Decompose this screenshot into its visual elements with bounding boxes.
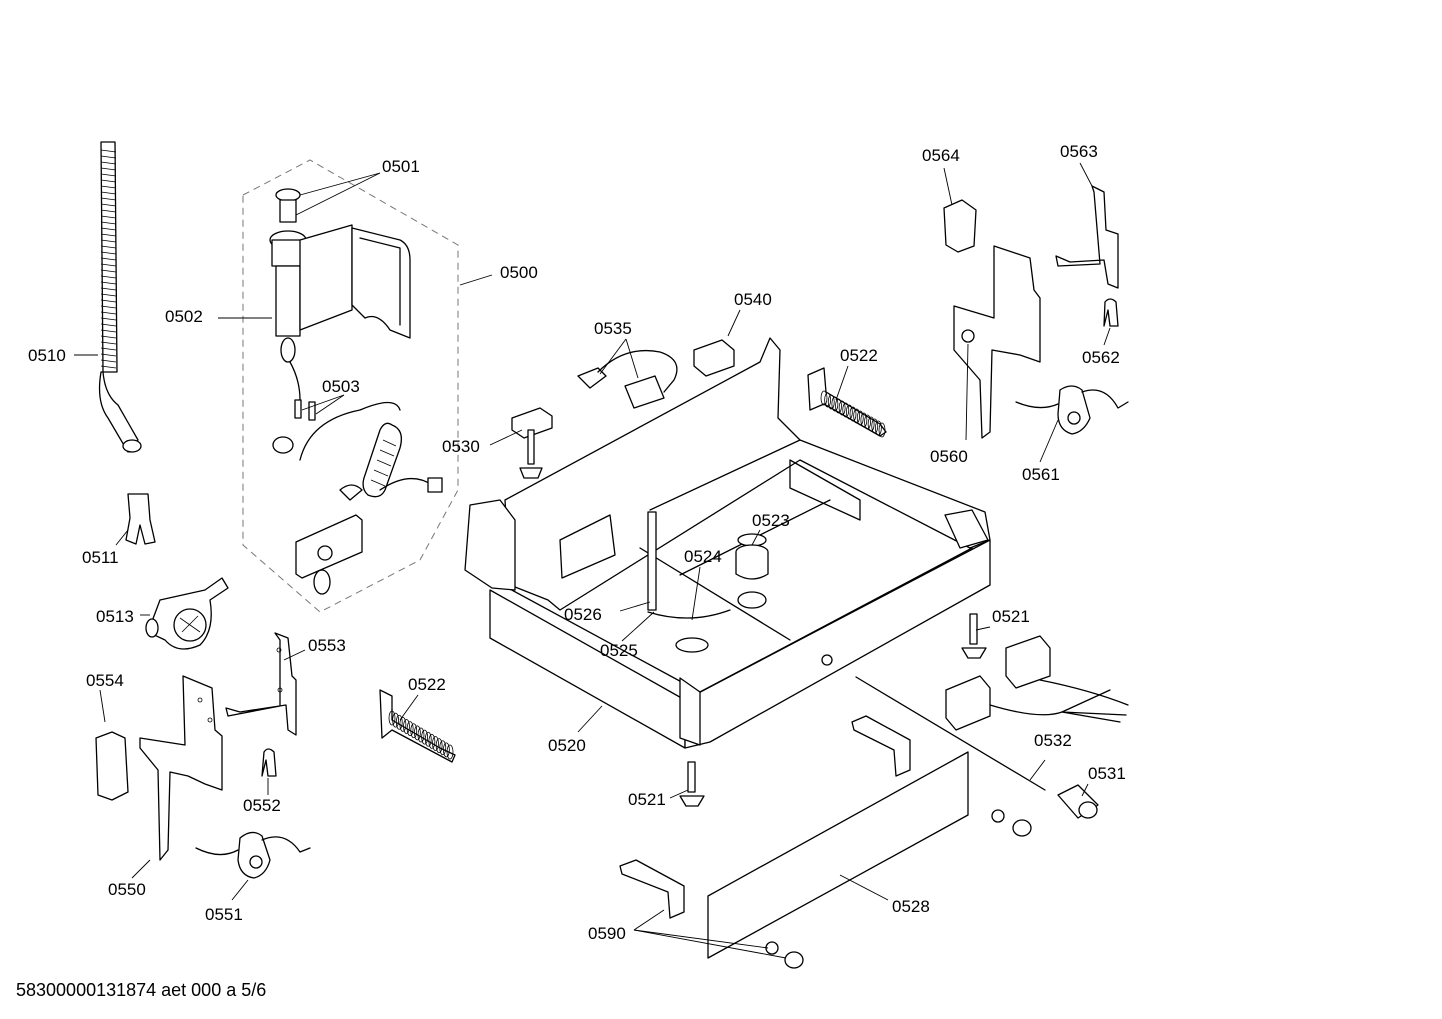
label-0531: 0531 (1088, 764, 1126, 783)
label-0550: 0550 (108, 880, 146, 899)
hose-coil-assembly[interactable] (299, 401, 443, 501)
valve-assembly-0502[interactable] (269, 188, 411, 454)
label-0551: 0551 (205, 905, 243, 924)
label-0520: 0520 (548, 736, 586, 755)
label-0522-upper: 0522 (840, 346, 878, 365)
label-0523: 0523 (752, 511, 790, 530)
cover-0564[interactable] (943, 199, 977, 253)
screw-and-cap-upper[interactable] (991, 809, 1032, 837)
label-0563: 0563 (1060, 142, 1098, 161)
plinth-panel-0528[interactable] (707, 751, 969, 959)
drain-hose-0510[interactable] (98, 141, 142, 453)
bracket-0550[interactable] (139, 675, 223, 861)
label-0530: 0530 (442, 437, 480, 456)
label-0540: 0540 (734, 290, 772, 309)
label-0502: 0502 (165, 307, 203, 326)
cable-0535[interactable] (577, 349, 678, 409)
wiring-harness[interactable] (945, 635, 1129, 731)
group-outline-0500 (242, 159, 459, 613)
label-0560: 0560 (930, 447, 968, 466)
heater-0522-lower[interactable] (379, 689, 456, 763)
label-0526: 0526 (564, 605, 602, 624)
knob-0531[interactable] (1057, 784, 1099, 819)
bracket-0563[interactable] (1055, 185, 1119, 289)
label-0521-lower: 0521 (628, 790, 666, 809)
label-0500: 0500 (500, 263, 538, 282)
sensor-0561[interactable] (1015, 385, 1129, 435)
label-0590: 0590 (588, 924, 626, 943)
bracket-with-flap[interactable] (295, 514, 363, 595)
bracket-0560[interactable] (953, 245, 1041, 439)
part-labels: 0501 0500 0502 0503 0510 0511 0513 0553 … (28, 142, 1126, 943)
pump-0513[interactable] (145, 577, 229, 650)
label-0511: 0511 (82, 548, 119, 567)
clip-0511[interactable] (125, 493, 156, 545)
rod-0532[interactable] (855, 676, 1046, 791)
label-0525: 0525 (600, 641, 638, 660)
label-0552: 0552 (243, 796, 281, 815)
label-0510: 0510 (28, 346, 66, 365)
label-0503: 0503 (322, 377, 360, 396)
foot-screw-0521-lower[interactable] (679, 761, 705, 807)
label-0554: 0554 (86, 671, 124, 690)
foot-screw-0521-upper[interactable] (961, 613, 987, 659)
label-0524: 0524 (684, 547, 722, 566)
clip-0552[interactable] (261, 748, 277, 777)
label-0564: 0564 (922, 146, 960, 165)
label-0513: 0513 (96, 607, 134, 626)
label-0553: 0553 (308, 636, 346, 655)
cover-0554[interactable] (95, 731, 129, 801)
label-0522-lower: 0522 (408, 675, 446, 694)
label-0561: 0561 (1022, 465, 1060, 484)
leader-lines (74, 162, 1111, 959)
label-0501: 0501 (382, 157, 420, 176)
document-reference: 58300000131874 aet 000 a 5/6 (16, 980, 267, 1000)
heater-0522-upper[interactable] (807, 367, 887, 438)
clip-0562[interactable] (1103, 298, 1119, 327)
label-0562: 0562 (1082, 348, 1120, 367)
bracket-0590[interactable] (619, 859, 685, 919)
label-0535: 0535 (594, 319, 632, 338)
panel-bracket[interactable] (851, 715, 911, 777)
bushing-0523[interactable] (735, 533, 769, 609)
sensor-0551[interactable] (195, 831, 311, 879)
float-assembly[interactable] (647, 609, 731, 653)
bracket-0553[interactable] (225, 632, 297, 736)
label-0521-upper: 0521 (992, 607, 1030, 626)
pad-and-screw-0530[interactable] (511, 407, 553, 479)
label-0528: 0528 (892, 897, 930, 916)
label-0532: 0532 (1034, 731, 1072, 750)
base-tub-0520[interactable] (464, 337, 991, 749)
screw-and-cap-lower[interactable] (765, 941, 804, 969)
connector-0540[interactable] (693, 339, 735, 377)
